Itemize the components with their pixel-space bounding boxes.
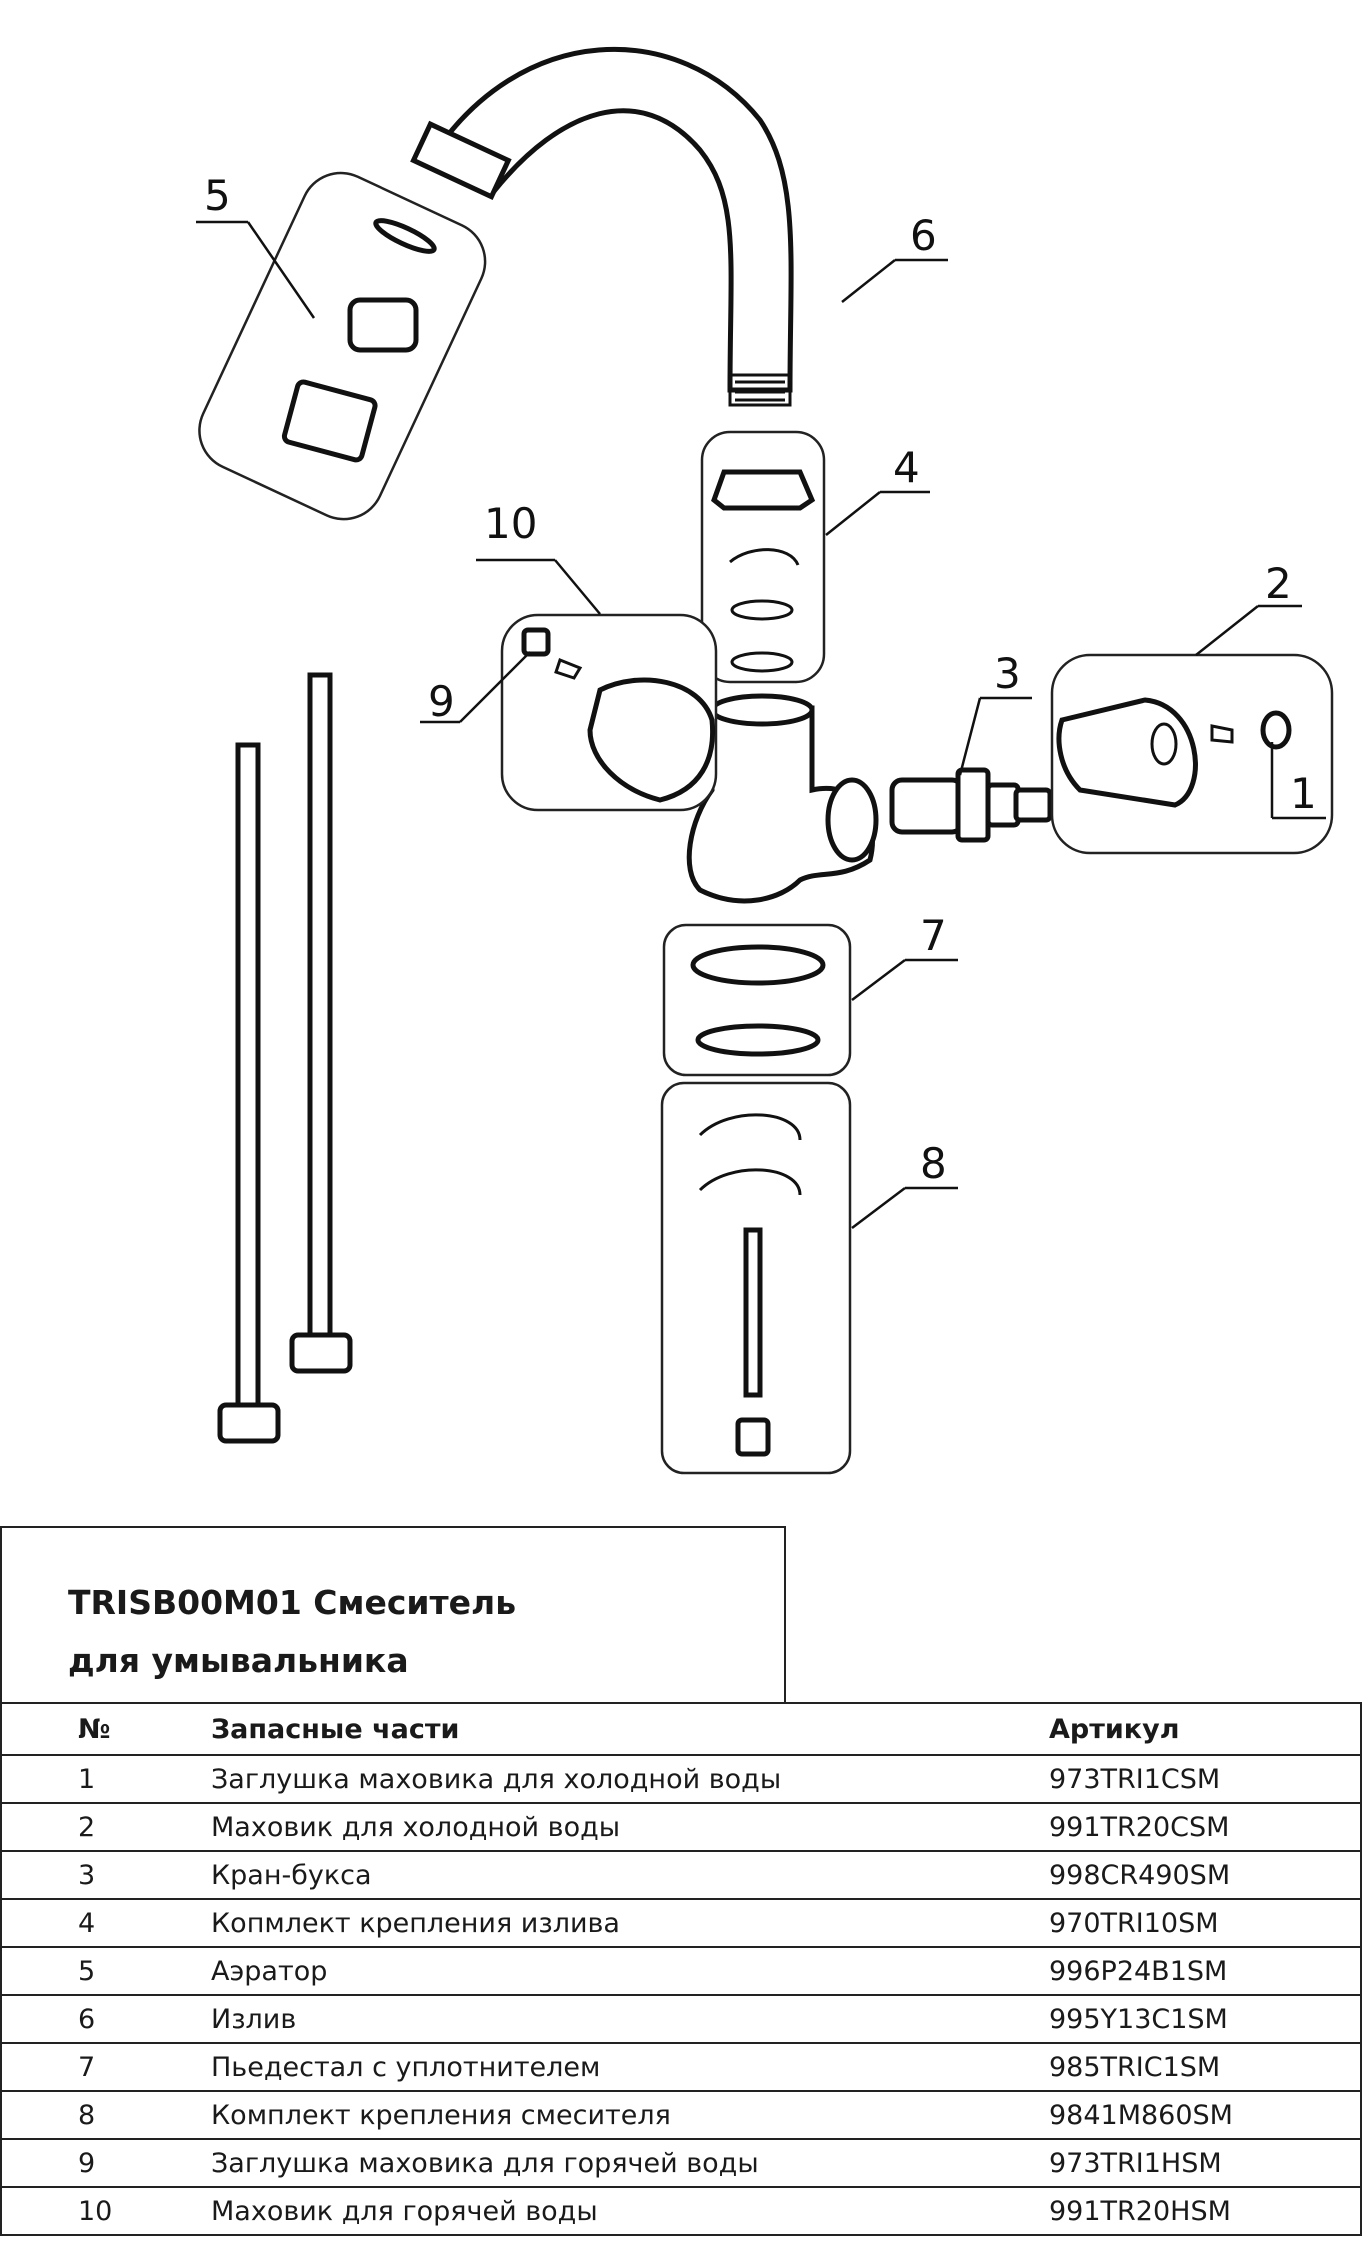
spout-part bbox=[426, 46, 794, 393]
row-part-name: Маховик для холодной воды bbox=[211, 1802, 1049, 1851]
callout-6: 6 bbox=[910, 211, 937, 260]
spout-thread bbox=[728, 373, 792, 407]
row-part-name: Комплект крепления смесителя bbox=[211, 2090, 1049, 2139]
row-part-name: Маховик для горячей воды bbox=[211, 2186, 1049, 2235]
callout-9: 9 bbox=[428, 677, 455, 726]
row-part-name: Заглушка маховика для холодной воды bbox=[211, 1754, 1049, 1803]
callout-3: 3 bbox=[994, 649, 1021, 698]
row-number: 8 bbox=[1, 2090, 211, 2139]
row-part-name: Излив bbox=[211, 1994, 1049, 2043]
row-part-name: Пьедестал с уплотнителем bbox=[211, 2042, 1049, 2091]
row-number: 7 bbox=[1, 2042, 211, 2091]
row-number: 1 bbox=[1, 1754, 211, 1803]
table-header-row: № Запасные части Артикул bbox=[1, 1702, 1361, 1755]
callout-10: 10 bbox=[484, 499, 537, 548]
row-part-name: Аэратор bbox=[211, 1946, 1049, 1995]
row-sku: 973TRI1CSM bbox=[1049, 1754, 1361, 1803]
row-sku: 985TRIC1SM bbox=[1049, 2042, 1361, 2091]
callout-2: 2 bbox=[1265, 559, 1292, 608]
row-sku: 973TRI1HSM bbox=[1049, 2138, 1361, 2187]
hose-left bbox=[235, 742, 261, 1408]
row-sku: 996P24B1SM bbox=[1049, 1946, 1361, 1995]
row-number: 5 bbox=[1, 1946, 211, 1995]
row-part-name: Копмлект крепления излива bbox=[211, 1898, 1049, 1947]
callout-7: 7 bbox=[920, 911, 947, 960]
callout-8: 8 bbox=[920, 1139, 947, 1188]
row-sku: 991TR20HSM bbox=[1049, 2186, 1361, 2235]
cartridge-part bbox=[889, 777, 965, 835]
spout-nozzle bbox=[410, 120, 512, 201]
row-sku: 998CR490SM bbox=[1049, 1850, 1361, 1899]
row-number: 4 bbox=[1, 1898, 211, 1947]
header-number: № bbox=[1, 1702, 211, 1755]
row-number: 2 bbox=[1, 1802, 211, 1851]
product-subtitle: для умывальника bbox=[68, 1641, 409, 1680]
row-sku: 9841M860SM bbox=[1049, 2090, 1361, 2139]
row-sku: 991TR20CSM bbox=[1049, 1802, 1361, 1851]
row-number: 6 bbox=[1, 1994, 211, 2043]
hose-right bbox=[307, 672, 333, 1338]
aerator-box bbox=[198, 171, 487, 521]
row-part-name: Кран-букса bbox=[211, 1850, 1049, 1899]
callout-5: 5 bbox=[204, 171, 231, 220]
callout-4: 4 bbox=[893, 443, 920, 492]
row-number: 9 bbox=[1, 2138, 211, 2187]
exploded-diagram: 1 2 3 4 5 6 7 8 9 10 bbox=[196, 46, 1334, 1475]
row-part-name: Заглушка маховика для горячей воды bbox=[211, 2138, 1049, 2187]
row-sku: 970TRI10SM bbox=[1049, 1898, 1361, 1947]
callout-1: 1 bbox=[1290, 769, 1317, 818]
title-block: TRISB00M01 Смеситель для умывальника bbox=[0, 1526, 786, 1702]
row-sku: 995Y13C1SM bbox=[1049, 1994, 1361, 2043]
row-number: 10 bbox=[1, 2186, 211, 2235]
row-number: 3 bbox=[1, 1850, 211, 1899]
header-part-name: Запасные части bbox=[211, 1702, 1049, 1755]
header-sku: Артикул bbox=[1049, 1702, 1361, 1755]
product-title: TRISB00M01 Смеситель bbox=[68, 1583, 517, 1622]
